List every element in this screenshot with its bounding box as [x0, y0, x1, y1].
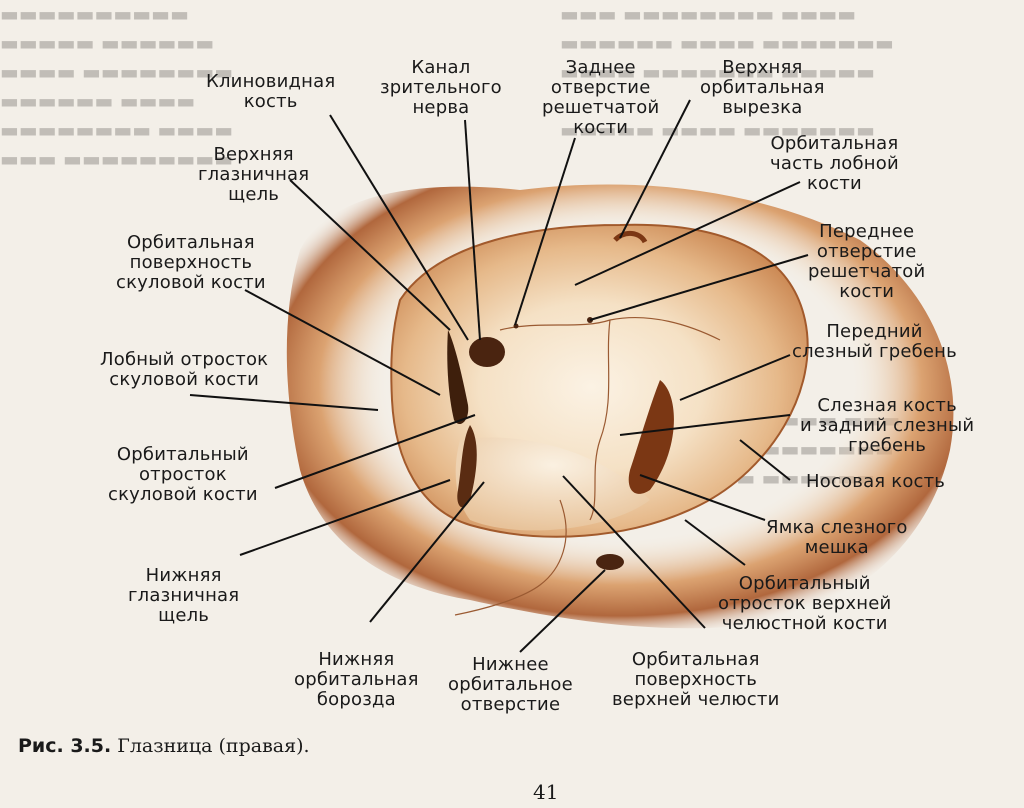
label-nasal-bone: Носовая кость: [806, 471, 946, 492]
lacrimal-sac-fossa: [628, 380, 674, 494]
suture-lines: [454, 317, 721, 616]
leader-lines: [189, 99, 809, 653]
supraorbital-notch: [613, 231, 648, 244]
superior-orbital-fissure: [447, 330, 469, 425]
page-number: 41: [533, 780, 559, 804]
inferior-orbital-fissure: [457, 425, 477, 508]
figure-title: Глазница (правая).: [111, 735, 310, 757]
figure-number: Рис. 3.5.: [18, 735, 112, 757]
infraorbital-foramen: [596, 554, 624, 570]
orbital-floor: [455, 437, 650, 531]
bleed-through-text-left: ▬▬▬▬▬▬▬▬▬▬ ▬▬▬▬▬ ▬▬▬▬▬▬ ▬▬▬▬ ▬▬▬▬▬▬▬▬ ▬▬…: [0, 2, 234, 171]
optic-canal-opening: [469, 337, 505, 367]
figure-caption: Рис. 3.5. Глазница (правая).: [18, 735, 310, 757]
